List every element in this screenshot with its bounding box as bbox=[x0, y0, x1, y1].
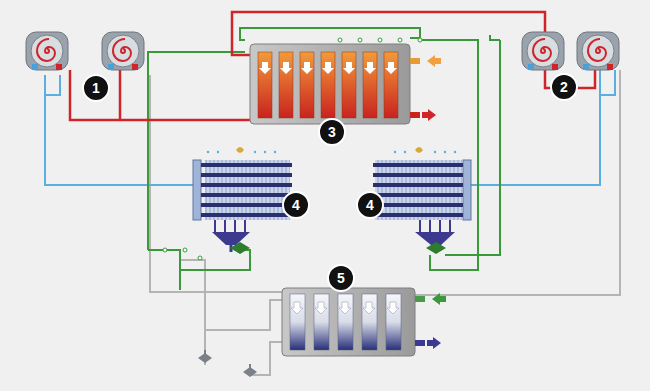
callout-number: 2 bbox=[550, 73, 578, 101]
callout-number: 5 bbox=[327, 264, 355, 292]
callout-number: 4 bbox=[282, 191, 310, 219]
callout-number: 3 bbox=[318, 118, 346, 146]
callout-number: 1 bbox=[82, 74, 110, 102]
callout-number: 4 bbox=[356, 191, 384, 219]
